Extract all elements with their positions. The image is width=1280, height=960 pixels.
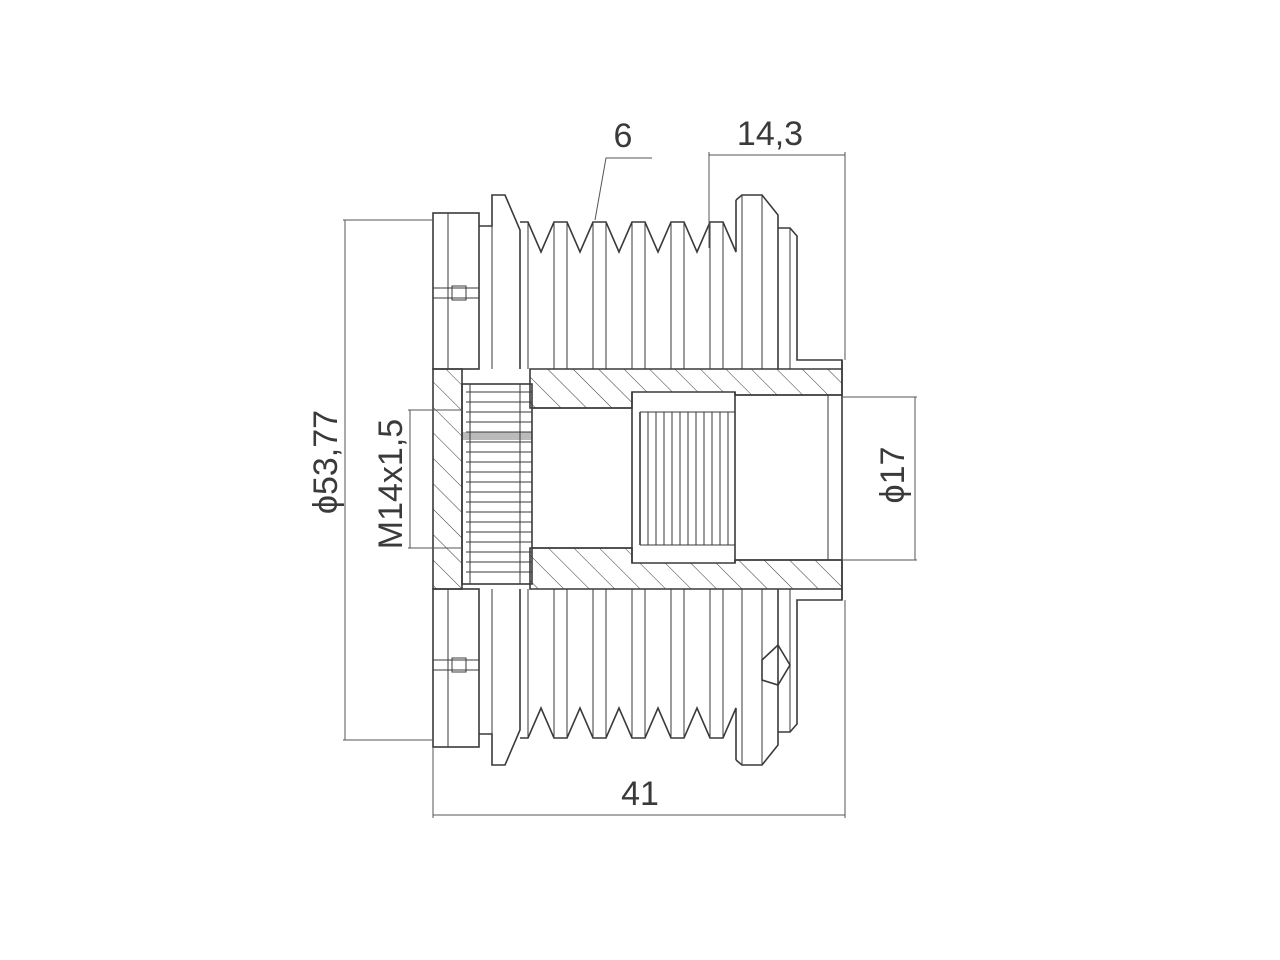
pulley-upper-half [432, 194, 843, 370]
left-flange-upper [432, 212, 480, 370]
dim-hub-length: 14,3 [737, 115, 803, 153]
thread-section [639, 411, 735, 546]
pulley-grooves-upper [520, 200, 737, 255]
spline-section [461, 383, 533, 585]
dimension-lines [343, 152, 917, 818]
dim-groove-count: 6 [614, 117, 633, 155]
pulley-lower-half [432, 588, 843, 766]
dim-bore-diameter: ϕ17 [874, 447, 912, 504]
dim-outer-diameter: ϕ53,77 [307, 410, 345, 514]
pulley-grooves-lower [520, 705, 737, 760]
keyway-notch [761, 643, 791, 686]
spline-teeth [466, 384, 532, 584]
dim-thread: M14x1,5 [372, 419, 410, 549]
left-flange-lower [432, 588, 480, 748]
section-view [432, 360, 843, 600]
dim-overall-length: 41 [621, 775, 659, 813]
